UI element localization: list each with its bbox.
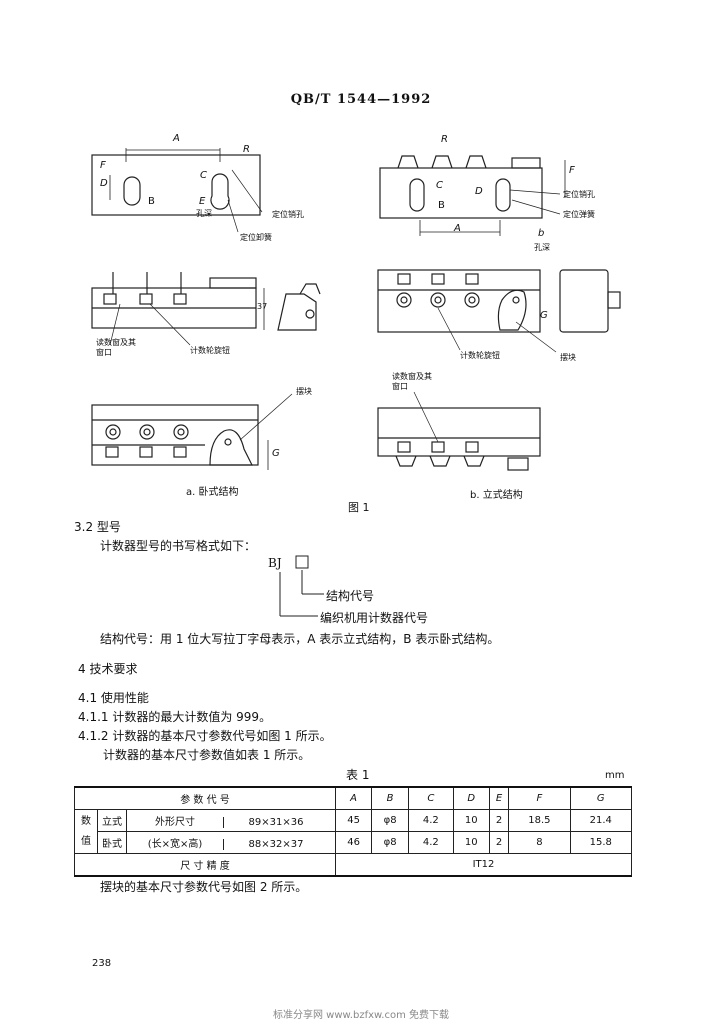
table-header-col: D — [452, 786, 490, 810]
table-header-col: C — [408, 786, 454, 810]
dim-G-right: G — [540, 310, 548, 321]
table-header-col: A — [334, 786, 373, 810]
locating-spring-label: 定位弹簧 — [563, 210, 595, 219]
dim-C-right: C — [436, 180, 443, 191]
model-code-prefix: BJ — [268, 556, 282, 570]
table-cell: 4.2 — [408, 809, 454, 832]
table-cell: 18.5 — [508, 809, 571, 832]
parameter-table: 参 数 代 号 A B C D E F G 数 值 立式 外形尺寸 89×31×3… — [74, 786, 633, 877]
dim-F-left: F — [100, 160, 106, 171]
standard-number-header: QB/T 1544—1992 — [290, 92, 432, 107]
table-header-col: G — [569, 786, 633, 810]
table-cell: φ8 — [371, 831, 410, 854]
locating-pin-hole-right-label: 定位销孔 — [563, 190, 595, 199]
counter-code-label: 编织机用计数器代号 — [320, 611, 429, 625]
table-cell: 15.8 — [569, 831, 633, 854]
table-header-col: B — [371, 786, 410, 810]
figure-caption: 图 1 — [348, 501, 370, 514]
dim-D-left: D — [100, 178, 108, 189]
row-size-value: 89×31×36 — [223, 817, 328, 828]
section-4-1: 4.1 使用性能 — [78, 691, 149, 705]
locating-spring-washer-label: 定位卸簧 — [240, 233, 272, 242]
top-left-view — [91, 148, 263, 233]
row-group-char: 数 — [81, 815, 91, 827]
dim-A-right: A — [454, 223, 461, 234]
dim-R-left: R — [243, 144, 250, 155]
top-right-view — [379, 155, 566, 236]
row-type: 立式 — [97, 809, 127, 832]
table-cell: 45 — [334, 809, 373, 832]
hole-depth-left-label: 孔深 — [196, 209, 212, 218]
table-cell: 2 — [488, 831, 510, 854]
section-4-1-1: 4.1.1 计数器的最大计数值为 999。 — [78, 710, 272, 724]
structure-code-note: 结构代号：用 1 位大写拉丁字母表示，A 表示立式结构，B 表示卧式结构。 — [100, 632, 500, 646]
pendulum-block-label-a: 摆块 — [296, 387, 312, 396]
dim-A-left: A — [173, 133, 180, 144]
dim-37-label: 37 — [257, 302, 268, 311]
pendulum-block-label-b: 摆块 — [560, 353, 576, 362]
table-cell: 46 — [334, 831, 373, 854]
table-cell: 2 — [488, 809, 510, 832]
middle-left-view — [91, 272, 321, 346]
table-precision-row: 尺 寸 精 度 IT12 — [74, 853, 632, 877]
dim-C-left: C — [200, 170, 207, 181]
table-header-param: 参 数 代 号 — [74, 786, 336, 810]
section-3-2-title: 3.2 型号 — [74, 520, 121, 534]
middle-right-view — [377, 269, 621, 353]
dim-G-left: G — [272, 448, 280, 459]
hole-depth-right-label: 孔深 — [534, 243, 550, 252]
row-size: (长×宽×高) 88×32×37 — [126, 831, 336, 854]
table-cell: 8 — [508, 831, 571, 854]
table-cell: 21.4 — [569, 809, 633, 832]
subcaption-b: b. 立式结构 — [470, 490, 523, 501]
table-row: 卧式 (长×宽×高) 88×32×37 46 φ8 4.2 10 2 8 15.8 — [75, 831, 633, 854]
dim-F-right: F — [569, 165, 575, 176]
counter-knob-label-a: 计数轮旋钮 — [190, 346, 230, 355]
table-cell: φ8 — [371, 809, 410, 832]
dim-R-right: R — [441, 134, 448, 145]
precision-value: IT12 — [335, 853, 632, 877]
precision-label: 尺 寸 精 度 — [74, 853, 336, 877]
dim-b-right: b — [538, 228, 545, 239]
table-header-col: F — [508, 786, 571, 810]
structure-code-label: 结构代号 — [326, 589, 375, 603]
section-4-1-2: 4.1.2 计数器的基本尺寸参数代号如图 1 所示。 — [78, 729, 332, 743]
row-size-value: 88×32×37 — [223, 839, 328, 850]
table-cell: 10 — [452, 809, 490, 832]
row-group-cell: 数 值 — [74, 809, 98, 854]
outline-sub-label: (长×宽×高) — [147, 839, 203, 850]
locating-pin-hole-left-label: 定位销孔 — [272, 210, 304, 219]
page-number: 238 — [92, 958, 112, 969]
section-4-title: 4 技术要求 — [78, 662, 138, 676]
after-table-text: 摆块的基本尺寸参数代号如图 2 所示。 — [100, 880, 308, 894]
dim-E-left: E — [199, 196, 206, 207]
counter-knob-label-b: 计数轮旋钮 — [460, 351, 500, 360]
table-unit: mm — [605, 770, 625, 781]
subcaption-a: a. 卧式结构 — [186, 487, 239, 498]
table-title: 表 1 — [346, 768, 370, 782]
row-type: 卧式 — [97, 831, 127, 854]
table-cell: 10 — [452, 831, 490, 854]
row-size: 外形尺寸 89×31×36 — [126, 809, 336, 832]
reading-window-label-b: 读数窗及其窗口 — [392, 372, 432, 391]
dim-B-right: B — [438, 200, 445, 211]
table-cell: 4.2 — [408, 831, 454, 854]
table-header-col: E — [488, 786, 510, 810]
table-header-row: 参 数 代 号 A B C D E F G — [74, 786, 633, 810]
section-3-2-intro: 计数器型号的书写格式如下： — [100, 539, 257, 553]
dim-D-right: D — [475, 186, 483, 197]
section-4-1-2b: 计数器的基本尺寸参数值如表 1 所示。 — [103, 748, 311, 762]
bottom-left-view — [91, 393, 293, 470]
outline-label: 外形尺寸 — [155, 817, 195, 828]
row-group-char: 值 — [81, 835, 91, 847]
figure-1-drawing — [91, 148, 621, 471]
reading-window-label-a: 读数窗及其窗口 — [96, 338, 136, 357]
dim-B-left: B — [148, 196, 155, 207]
footer-watermark: 标准分享网 www.bzfxw.com 免费下载 — [273, 1010, 449, 1021]
bottom-right-view — [377, 391, 541, 471]
